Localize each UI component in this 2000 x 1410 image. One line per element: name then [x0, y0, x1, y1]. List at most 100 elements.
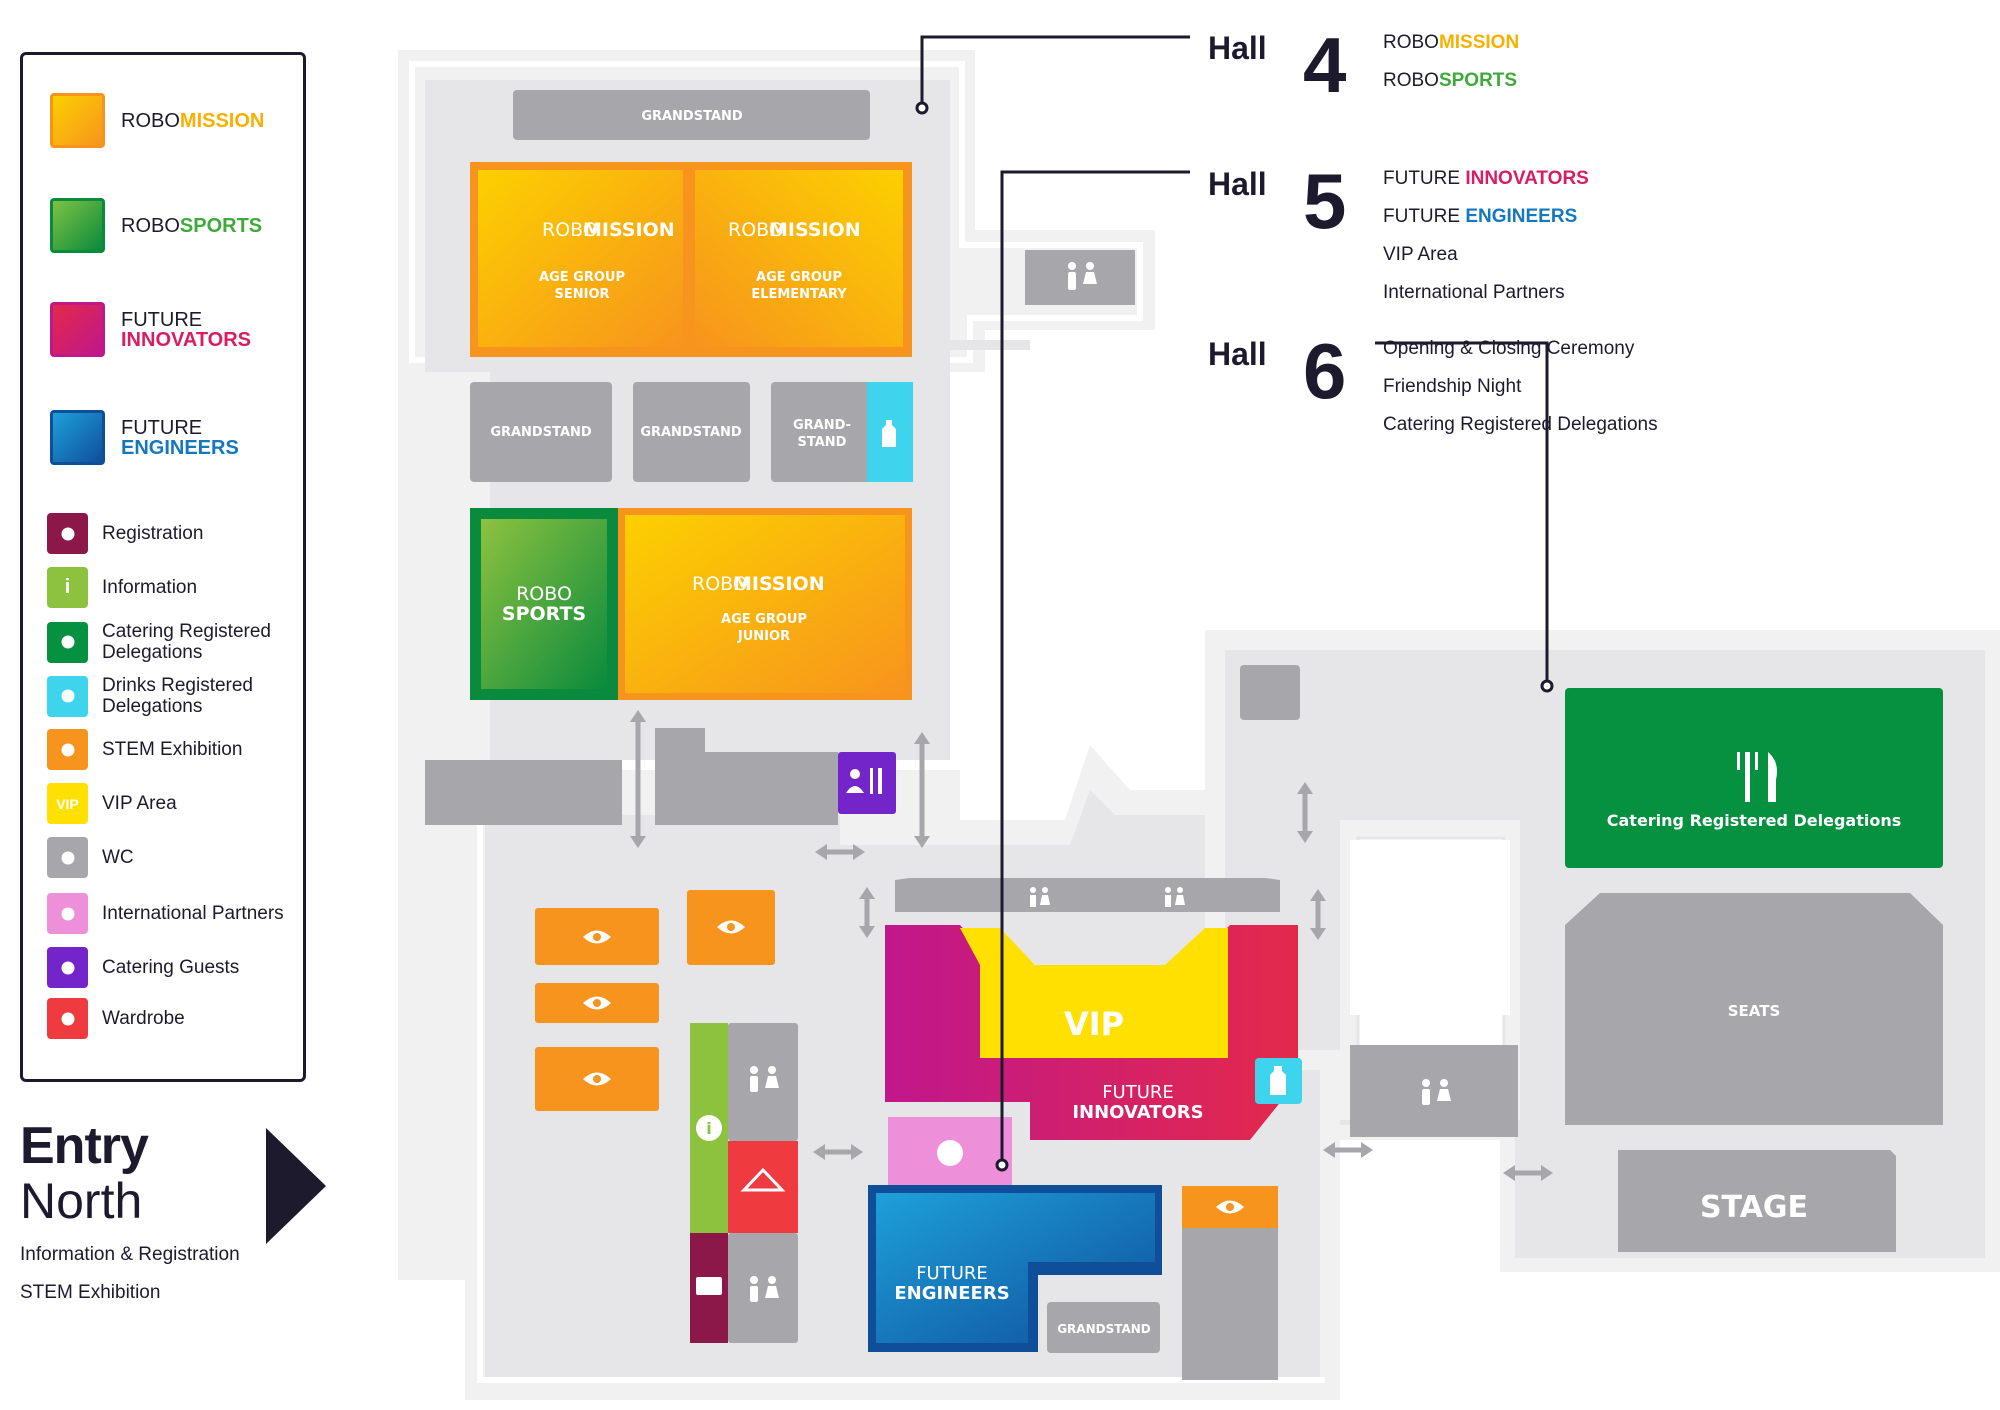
grandstand-middle [633, 382, 750, 482]
sports-robo-label: ROBO [516, 583, 572, 605]
junior-mission-label: MISSION [733, 573, 825, 595]
hall-5-item: International Partners [1383, 282, 1565, 303]
grandstand-right-label-2: STAND [798, 435, 847, 450]
fork-knife-icon [47, 621, 88, 663]
wc-hall6 [1350, 1045, 1518, 1137]
info-icon [696, 1115, 722, 1141]
catering-hall6 [1565, 688, 1943, 868]
seats-area [1565, 893, 1943, 1125]
hall-6-item: Opening & Closing Ceremony [1383, 338, 1635, 359]
grandstand-top-label: GRANDSTAND [641, 109, 743, 124]
wc-hall4 [1025, 250, 1135, 305]
entry-sub-info: Information & Registration [20, 1244, 240, 1265]
hall-6-item: Catering Registered Delegations [1383, 414, 1658, 435]
vip-label: VIP [1064, 1005, 1124, 1043]
id-card-icon [47, 513, 88, 554]
stage [1618, 1150, 1896, 1252]
hall-6-word: Hall [1208, 336, 1267, 372]
entry-sub-stem: STEM Exhibition [20, 1282, 161, 1303]
legend-item-label: STEM Exhibition [102, 739, 243, 760]
vip-icon: VIP [47, 783, 88, 824]
globe-icon [937, 1140, 963, 1166]
wc-service-2 [728, 1233, 798, 1343]
wc-icon [750, 1066, 779, 1302]
hall-5-number: 5 [1303, 157, 1347, 245]
hall-5-items: FUTURE INNOVATORS FUTURE ENGINEERS VIP Are… [1383, 160, 1589, 312]
grandstand-left-label: GRANDSTAND [490, 425, 592, 440]
north-label: North [20, 1173, 143, 1229]
innovators-future-label: FUTURE [1102, 1082, 1174, 1103]
stage-label: STAGE [1700, 1190, 1808, 1225]
sports-label: SPORTS [502, 603, 586, 625]
entry-label: Entry [20, 1117, 149, 1175]
grandstand-middle-label: GRANDSTAND [640, 425, 742, 440]
grandstand-hall5 [1047, 1302, 1160, 1353]
robosports-swatch [50, 198, 105, 253]
engineers-label: ENGINEERS [894, 1283, 1009, 1304]
hanger-icon [47, 998, 88, 1039]
legend-item-label: International Partners [102, 903, 284, 924]
guest-catering-icon [846, 768, 882, 794]
legend-robosports-pre: ROBO [121, 214, 180, 237]
hall-5-item: FUTURE ENGINEERS [1383, 206, 1578, 227]
legend-item-label: Catering Guests [102, 957, 240, 978]
hall-4-number: 4 [1303, 21, 1347, 109]
corridor-block-right [655, 728, 838, 825]
eye-icon [47, 729, 88, 770]
junior-age-label: AGE GROUP [721, 612, 807, 627]
legend-engineers-bold: ENGINEERS [121, 436, 239, 459]
legend-item-2: Catering Registered Delegations [47, 621, 292, 663]
bottle-icon [882, 420, 896, 447]
legend-item-label: Registration [102, 523, 204, 544]
engineers-future-label: FUTURE [916, 1263, 988, 1284]
robomission-elementary [695, 170, 903, 347]
junior-robo-label: ROBO [692, 573, 748, 595]
hall-5-item: VIP Area [1383, 244, 1458, 265]
entry-north: Entry North Information & Registration S… [20, 1118, 240, 1312]
legend-item-label: Catering Registered Delegations [102, 621, 271, 663]
legend-item-0: Registration [47, 513, 203, 554]
hall-5-item: FUTURE INNOVATORS [1383, 168, 1589, 189]
legend-innovators-pre: FUTURE [121, 308, 203, 331]
id-card-icon [696, 1277, 722, 1295]
hanger-icon [740, 1167, 786, 1192]
wc-icon [47, 837, 88, 878]
grandstand-top [513, 90, 870, 140]
legend-item-label: VIP Area [102, 793, 177, 814]
guest-catering-icon [47, 947, 88, 988]
legend-item-label: Information [102, 577, 198, 598]
stem-exhibition-stations [535, 890, 1278, 1228]
legend-item-7: International Partners [47, 893, 284, 934]
hall-5-info: Hall 5 FUTURE INNOVATORS FUTURE ENGINEERS… [1208, 157, 1589, 312]
wc-service-1 [728, 1023, 798, 1141]
hall-4-item: ROBOSPORTS [1383, 70, 1518, 91]
grandstand-right-label-1: GRAND- [793, 418, 851, 433]
legend-item-6: WC [47, 837, 134, 878]
legend-engineers-pre: FUTURE [121, 416, 203, 439]
legend-item-label: Drinks Registered Delegations [102, 675, 253, 717]
engineers-swatch [50, 410, 105, 465]
senior-mission-label: MISSION [583, 219, 675, 241]
legend-item-5: VIP VIP Area [47, 783, 177, 824]
fork-knife-icon [1737, 752, 1777, 802]
senior-age-label: AGE GROUP [539, 270, 625, 285]
legend-robomission: ROBOMISSION [50, 93, 264, 148]
elem-robo-label: ROBO [728, 219, 784, 241]
legend-item-label: WC [102, 847, 134, 868]
hall-6-number: 6 [1303, 327, 1347, 415]
hall-5-word: Hall [1208, 166, 1267, 202]
legend-robosports: ROBOSPORTS [50, 198, 262, 253]
vip-area [960, 928, 1228, 1058]
elem-group-label: ELEMENTARY [751, 287, 847, 302]
legend-item-3: Drinks Registered Delegations [47, 675, 292, 717]
legend-item-9: Wardrobe [47, 998, 185, 1039]
hall-leader-lines [915, 35, 1554, 1172]
globe-icon [47, 893, 88, 934]
grandstand-left [470, 382, 612, 482]
